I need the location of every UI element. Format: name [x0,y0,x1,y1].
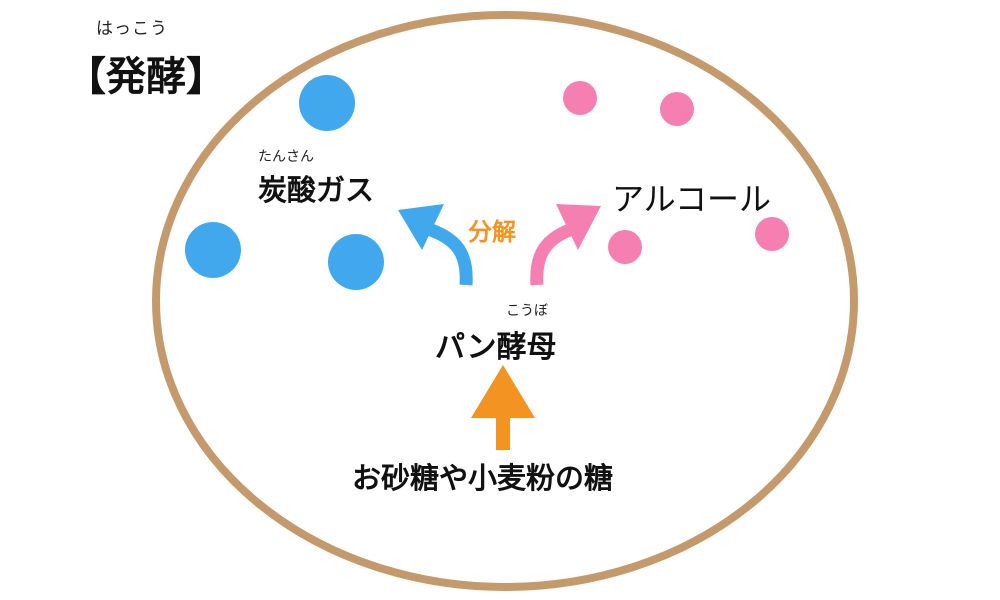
co2-ruby: たんさん [258,149,314,165]
cell-outline [152,11,858,591]
alcohol-label: アルコール [612,180,772,218]
alcohol-particle [563,81,597,115]
decomposition-label: 分解 [468,218,516,246]
curved-arrow-icon-co2 [398,204,473,286]
co2-particle [299,75,355,131]
yeast-ruby: こうぼ [506,303,548,319]
alcohol-particle [755,217,789,251]
co2-particle [328,234,384,290]
yeast-label: パン酵母 [435,330,557,365]
alcohol-particle [608,230,642,264]
title-ruby: はっこう [96,19,168,39]
co2-particle [185,222,241,278]
sugar-label: お砂糖や小麦粉の糖 [352,461,614,495]
curved-arrow-icon-alcohol [530,204,601,286]
page-title: 【発酵】 [66,54,226,100]
alcohol-particle [660,92,694,126]
co2-label: 炭酸ガス [258,173,375,207]
up-arrow-icon [471,365,535,450]
